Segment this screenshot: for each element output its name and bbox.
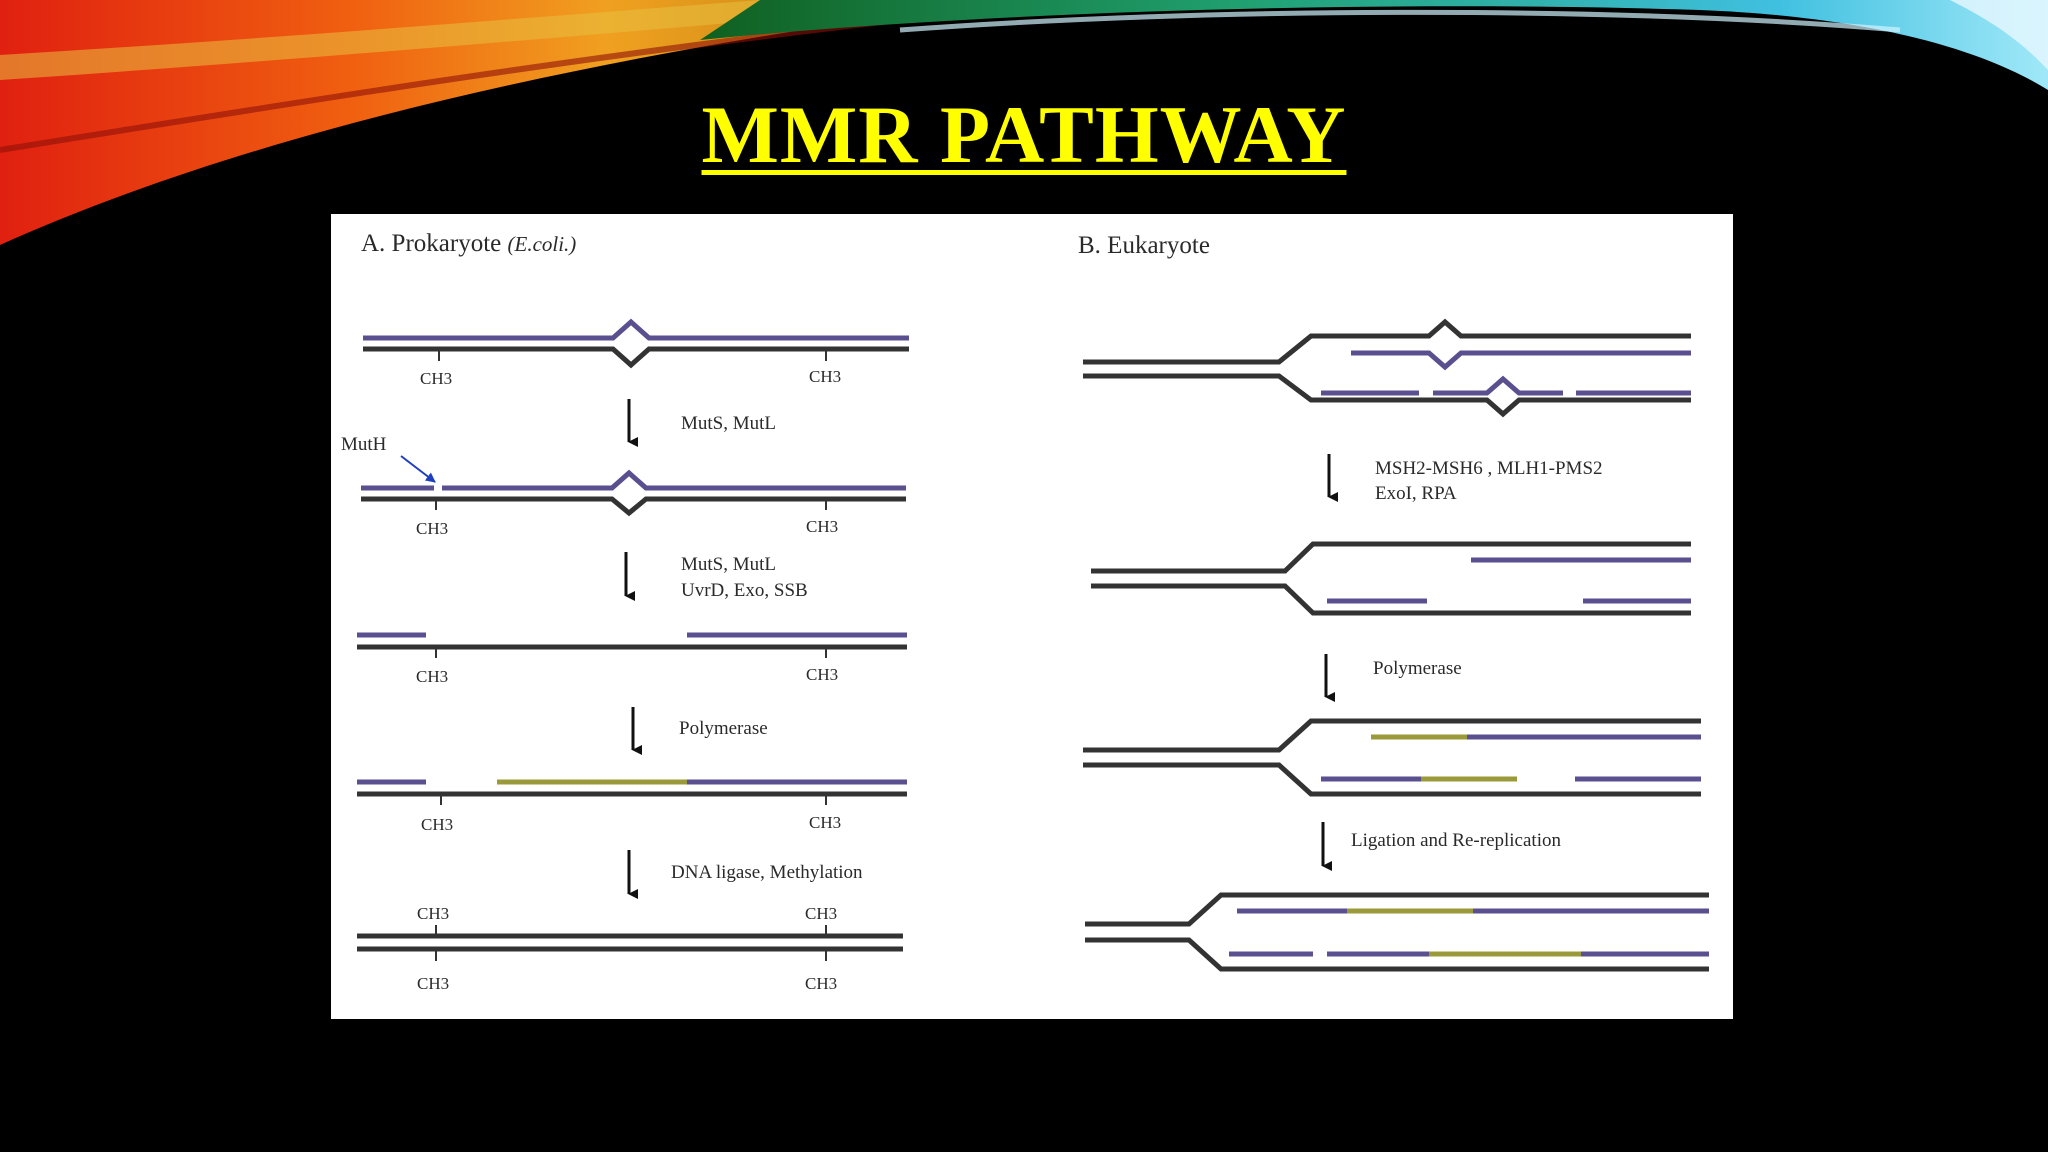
euk-stage-mismatch — [1083, 318, 1691, 418]
methyl-label: CH3 — [805, 974, 837, 993]
methyl-label: CH3 — [416, 519, 448, 538]
euk-step3-label: Ligation and Re-replication — [1351, 830, 1561, 851]
methyl-label: CH3 — [806, 665, 838, 684]
parent-strand — [361, 496, 906, 517]
daughter-strand — [1433, 375, 1563, 396]
euk-step1-label-1: MSH2-MSH6 , MLH1-PMS2 — [1375, 458, 1603, 479]
prok-step2-label-1: MutS, MutL — [681, 554, 776, 575]
mutH-arrow — [400, 455, 436, 483]
parent-strand — [1091, 541, 1691, 574]
methyl-label: CH3 — [805, 904, 837, 923]
prok-step4-label: DNA ligase, Methylation — [671, 862, 863, 883]
mmr-figure: A. Prokaryote (E.coli.) CH3 CH3 MutS, Mu… — [331, 214, 1733, 1019]
prok-stage-excision — [357, 632, 907, 658]
euk-stage-resynthesis — [1083, 718, 1701, 797]
parent-strand — [1083, 762, 1701, 797]
prok-stage-resynthesis — [357, 779, 907, 805]
prok-step3-label: Polymerase — [679, 718, 768, 739]
daughter-strand — [442, 469, 906, 491]
parent-strand — [1083, 373, 1691, 418]
methyl-label: CH3 — [809, 367, 841, 386]
daughter-strand — [1351, 350, 1691, 371]
prok-step1-label: MutS, MutL — [681, 413, 776, 434]
euk-step1-label-2: ExoI, RPA — [1375, 483, 1457, 504]
parent-strand — [1091, 583, 1691, 616]
methyl-label: CH3 — [421, 815, 453, 834]
eukaryote-heading: B. Eukaryote — [1078, 232, 1210, 259]
euk-step2-label: Polymerase — [1373, 658, 1462, 679]
prok-step2-label-2: UvrD, Exo, SSB — [681, 580, 808, 601]
prok-stage-mismatch — [363, 318, 909, 369]
daughter-strand — [363, 318, 909, 341]
methyl-label: CH3 — [809, 813, 841, 832]
methyl-label: CH3 — [416, 667, 448, 686]
parent-strand — [1085, 937, 1709, 972]
parent-strand — [1083, 718, 1701, 753]
euk-stage-excision — [1091, 541, 1691, 616]
methyl-label: CH3 — [417, 904, 449, 923]
mutH-label: MutH — [341, 434, 387, 455]
euk-stage-ligated — [1085, 892, 1709, 972]
parent-strand — [1083, 318, 1691, 365]
prok-stage-ligated — [357, 925, 903, 961]
methyl-label: CH3 — [420, 369, 452, 388]
mmr-diagram: A. Prokaryote (E.coli.) CH3 CH3 MutS, Mu… — [341, 230, 1709, 993]
parent-strand — [363, 346, 909, 369]
slide-title: MMR PATHWAY — [701, 89, 1347, 180]
prokaryote-heading: A. Prokaryote (E.coli.) — [361, 230, 576, 257]
parent-strand — [1085, 892, 1709, 927]
methyl-label: CH3 — [806, 517, 838, 536]
prok-stage-nick — [361, 469, 906, 517]
decorative-swoosh — [0, 0, 2048, 245]
methyl-label: CH3 — [417, 974, 449, 993]
